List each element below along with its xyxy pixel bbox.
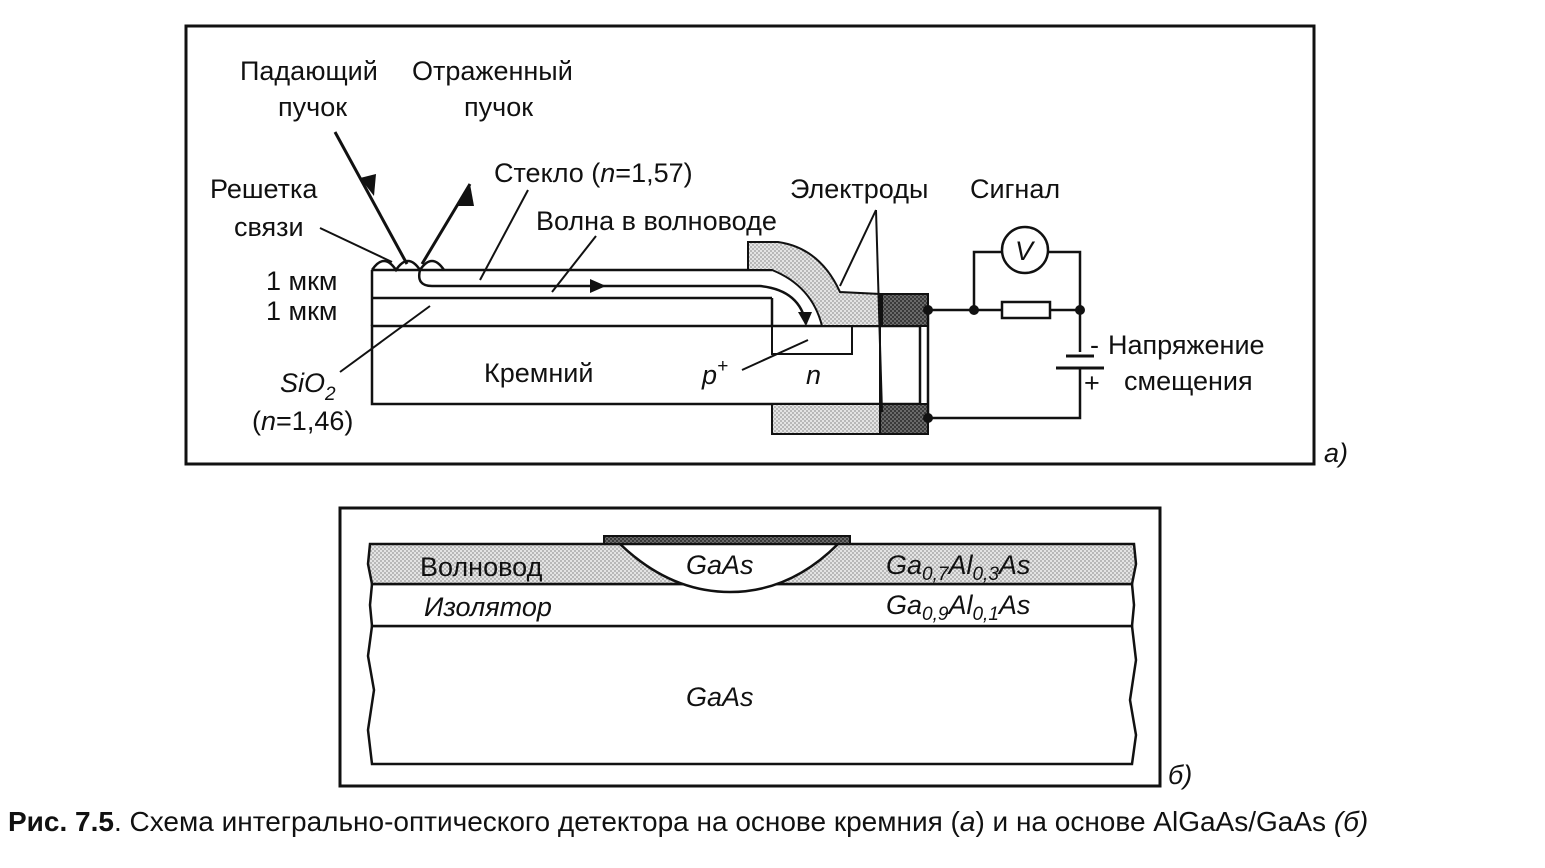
thickness-label-1: 1 мкм — [266, 266, 337, 296]
caption-ref-b: (б) — [1333, 806, 1369, 837]
caption-text-2: ) и на основе AlGaAs/GaAs — [975, 806, 1334, 837]
electrodes-label: Электроды — [790, 174, 928, 204]
substrate-label: GaAs — [686, 682, 754, 712]
coupling-grating — [370, 259, 446, 273]
top-electrode-dark — [879, 293, 929, 327]
n-region-label: n — [806, 360, 821, 390]
substrate-layer — [366, 624, 1138, 766]
reflected-beam-label-2: пучок — [464, 92, 533, 122]
battery-plus-label: + — [1084, 368, 1100, 398]
glass-label: Стекло (n=1,57) — [494, 158, 693, 188]
caption-number: Рис. 7.5 — [8, 806, 114, 837]
reflected-beam-label: Отраженный — [412, 56, 573, 86]
guided-wave-arrowhead-icon — [590, 279, 606, 293]
voltmeter-label: V — [1015, 236, 1036, 266]
layer1-composition: Ga0,7Al0,3As — [886, 550, 1030, 585]
battery-minus-label: - — [1090, 330, 1099, 360]
silicon-label: Кремний — [484, 358, 593, 388]
n-region — [771, 325, 853, 355]
layer2-composition: Ga0,9Al0,1As — [886, 590, 1030, 625]
incident-beam-label: Падающий — [240, 56, 378, 86]
top-electrode-bent — [747, 241, 881, 327]
load-resistor — [1000, 300, 1052, 320]
caption-text-1: . Схема интегрально-оптического детектор… — [113, 806, 960, 837]
incident-beam-label-2: пучок — [278, 92, 347, 122]
grating-label-2: связи — [234, 212, 304, 242]
bias-label: Напряжение — [1108, 330, 1265, 360]
panel-b-outer-frame — [338, 506, 1162, 788]
p-plus-label: p+ — [701, 356, 728, 390]
grating-label: Решетка — [210, 174, 318, 204]
bottom-electrode-light — [771, 403, 881, 435]
sio2-index-label: (n=1,46) — [252, 406, 353, 436]
top-contact — [603, 535, 851, 545]
glass-leader — [479, 189, 529, 281]
thickness-label-2: 1 мкм — [266, 296, 337, 326]
pplus-leader — [741, 339, 809, 371]
wire-bottom — [928, 368, 1082, 420]
waveguide-label: Волновод — [420, 552, 543, 582]
silicon-substrate — [370, 324, 922, 406]
guided-wave-label: Волна в волноводе — [536, 206, 777, 236]
panel-a-frame — [184, 24, 1316, 466]
sio2-label: SiO2 — [280, 368, 336, 405]
panel-a: Падающий пучок Отраженный пучок Стекло (… — [184, 24, 1348, 468]
caption-ref-a: а — [959, 806, 976, 837]
sio2-leader — [339, 305, 431, 373]
incident-beam-arrow-icon — [333, 131, 409, 265]
panel-a-label: а) — [1324, 438, 1348, 468]
gaas-lens — [616, 542, 842, 594]
grating-leader — [319, 227, 393, 263]
bias-label-2: смещения — [1124, 366, 1253, 396]
wave-leader — [551, 235, 597, 293]
guided-wave-path — [418, 269, 808, 325]
incident-arrowhead-icon — [360, 174, 376, 196]
voltmeter-wire — [972, 250, 1082, 310]
insulator-label: Изолятор — [424, 592, 552, 622]
reflected-arrowhead-icon — [458, 184, 474, 206]
bottom-electrode-dark — [879, 403, 929, 435]
reflected-beam-arrow-icon — [420, 183, 472, 265]
signal-label: Сигнал — [970, 174, 1060, 204]
gaas-lens-label: GaAs — [686, 550, 754, 580]
guided-wave-end-arrowhead-icon — [798, 312, 812, 326]
voltmeter-icon — [1000, 225, 1050, 275]
electrodes-leader-1 — [839, 209, 877, 287]
panel-b-label: б) — [1168, 760, 1192, 790]
panel-b: Волновод GaAs Ga0,7Al0,3As Изолятор Ga0,… — [338, 506, 1192, 790]
figure-caption: Рис. 7.5. Схема интегрально-оптического … — [8, 806, 1368, 838]
